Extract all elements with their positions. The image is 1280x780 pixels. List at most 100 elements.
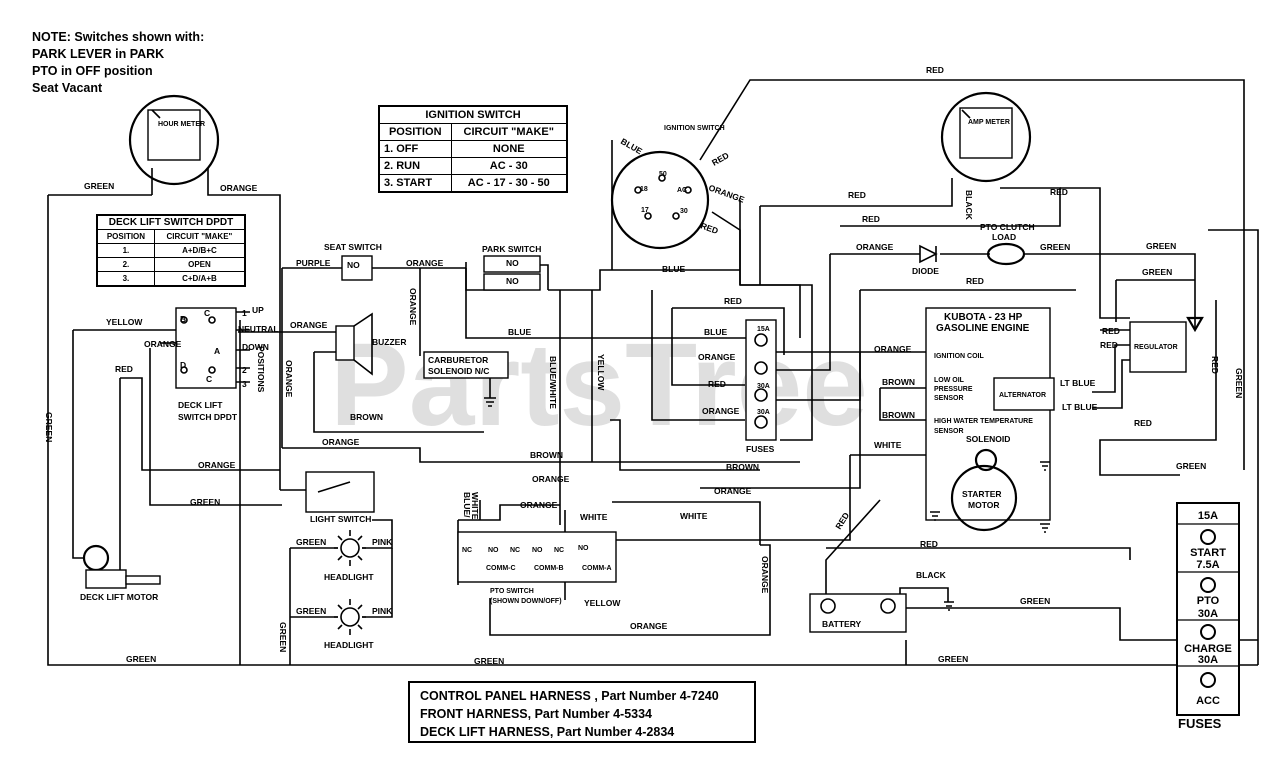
wire-label: C — [206, 374, 212, 384]
wire-label: ORANGE — [702, 406, 740, 416]
wire-label: RED — [1134, 418, 1152, 428]
wire-label: ORANGE — [220, 183, 258, 193]
wire-label: CARBURETOR — [428, 355, 488, 365]
wire-label: GREEN — [278, 622, 288, 652]
wire-label: ORANGE — [532, 474, 570, 484]
wire-label: DIODE — [912, 266, 939, 276]
wire-label: 30 — [680, 208, 688, 215]
wire-label: YELLOW — [584, 598, 621, 608]
wire-label: PRESSURE — [934, 386, 973, 393]
wire-label: BLUE — [619, 136, 644, 156]
wire-label: ORANGE — [406, 258, 444, 268]
ignition-table-title: IGNITION SWITCH — [378, 105, 568, 124]
wire-label: ORANGE — [290, 320, 328, 330]
wire-label: AC — [677, 187, 687, 194]
wire-label: PARK SWITCH — [482, 244, 541, 254]
deck-table-header-circuit: CIRCUIT "MAKE" — [153, 229, 246, 244]
table-row: 1. OFF NONE — [378, 140, 568, 158]
harness-line-3: DECK LIFT HARNESS, Part Number 4-2834 — [420, 725, 675, 739]
table-row: 3. START AC - 17 - 30 - 50 — [378, 174, 568, 193]
wire-label: GREEN — [1020, 596, 1050, 606]
fuse-icon — [1200, 672, 1216, 688]
wire-label: BROWN — [882, 410, 915, 420]
harness-line-2: FRONT HARNESS, Part Number 4-5334 — [420, 707, 653, 721]
wire-label: BLACK — [964, 190, 974, 221]
wire-label: GREEN — [1234, 368, 1244, 398]
wire-label: GREEN — [296, 606, 326, 616]
table-row: 1. A+D/B+C — [96, 243, 246, 258]
wire-label: RED — [115, 364, 133, 374]
note-line-2: PARK LEVER in PARK — [32, 47, 165, 61]
wire-label: IGNITION SWITCH — [664, 125, 725, 132]
wire-label: REGULATOR — [1134, 344, 1178, 351]
wire-label: NO — [532, 547, 543, 554]
wire-label: WHITE — [470, 492, 480, 520]
wire-label: ACC — [1196, 695, 1220, 707]
wire-label: RED — [699, 220, 719, 236]
wire-label: SEAT SWITCH — [324, 242, 382, 252]
ignition-table-header-circuit: CIRCUIT "MAKE" — [450, 123, 568, 141]
wire-label: ORANGE — [856, 242, 894, 252]
wire-label: (SHOWN DOWN/OFF) — [490, 598, 562, 605]
wire-label: 30A — [757, 409, 770, 416]
wire-label: COMM-C — [486, 565, 516, 572]
wire-label: ALTERNATOR — [999, 392, 1046, 399]
wire-label: 17 — [641, 207, 649, 214]
wire-label: 7.5A — [1196, 559, 1219, 571]
wire-label: BUZZER — [372, 337, 406, 347]
wire-label: AMP METER — [968, 119, 1010, 126]
wire-label: RED — [966, 276, 984, 286]
wire-label: 15A — [757, 326, 770, 333]
wire-label: NO — [506, 258, 519, 268]
wire-label: WHITE — [874, 440, 902, 450]
wire-label: FUSES — [746, 444, 775, 454]
wire-label: BATTERY — [822, 619, 862, 629]
fuse-icon — [1200, 624, 1216, 640]
wire-label: SENSOR — [934, 428, 964, 435]
wire-label: B — [180, 314, 186, 324]
wire-label: COMM-B — [534, 565, 564, 572]
wire-label: LIGHT SWITCH — [310, 514, 371, 524]
wire-label: LT BLUE — [1060, 378, 1096, 388]
wire-label: GREEN — [474, 656, 504, 666]
fuses-caption: FUSES — [1178, 716, 1222, 731]
wire-label: ORANGE — [760, 556, 770, 594]
wire-label: LOAD — [992, 232, 1016, 242]
wire-label: NC — [554, 547, 564, 554]
wire-label: GREEN — [190, 497, 220, 507]
wire-label: ORANGE — [714, 486, 752, 496]
wire-label: YELLOW — [106, 317, 143, 327]
wire-label: RED — [926, 65, 944, 75]
wire-label: 30A — [1198, 608, 1218, 620]
switch-state-note: NOTE: Switches shown with: PARK LEVER in… — [32, 29, 204, 97]
wire-label: 50 — [659, 171, 667, 178]
wire-label: HEADLIGHT — [324, 572, 374, 582]
note-line-1: NOTE: Switches shown with: — [32, 30, 205, 44]
wire-label: BLUE — [704, 327, 727, 337]
wire-label: MOTOR — [968, 500, 999, 510]
wire-label: POSITIONS — [256, 346, 266, 393]
fuse-icon — [1200, 577, 1216, 593]
wire-label: BLUE/ — [462, 492, 472, 518]
wire-label: BLUE/WHITE — [548, 356, 558, 409]
wire-label: BLACK — [916, 570, 947, 580]
wire-label: ORANGE — [698, 352, 736, 362]
wire-label: NC — [462, 547, 472, 554]
wire-label: ORANGE — [408, 288, 418, 326]
wire-label: C — [204, 308, 210, 318]
wire-label: RED — [1100, 340, 1118, 350]
wire-label: UP — [252, 305, 264, 315]
wire-label: ORANGE — [284, 360, 294, 398]
table-row: 3. C+D/A+B — [96, 271, 246, 287]
wire-label: PTO CLUTCH — [980, 222, 1035, 232]
wire-label: GREEN — [1176, 461, 1206, 471]
wire-label: LT BLUE — [1062, 402, 1098, 412]
wire-label: RED — [1050, 187, 1068, 197]
wire-label: GREEN — [1142, 267, 1172, 277]
wire-label: ORANGE — [707, 182, 746, 204]
wire-label: GREEN — [44, 412, 54, 442]
wire-label: RED — [1102, 326, 1120, 336]
wire-label: BROWN — [882, 377, 915, 387]
wire-label: LOW OIL — [934, 377, 965, 384]
wire-label: RED — [833, 511, 851, 532]
